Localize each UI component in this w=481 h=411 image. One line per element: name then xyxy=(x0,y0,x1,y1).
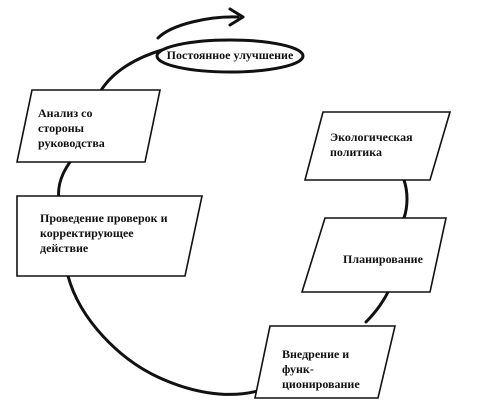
box-environmental-policy xyxy=(303,111,452,181)
cycle-connector-right xyxy=(402,178,409,220)
planning-label: Планирование xyxy=(343,252,423,266)
implementation-operation-label: Внедрение и функ-ционирование xyxy=(282,347,360,391)
cycle-arrow-loop xyxy=(156,15,240,40)
oval-continuous-improvement xyxy=(155,38,305,74)
box-planning xyxy=(300,217,447,293)
cycle-connector-bottom-left xyxy=(66,274,274,396)
box-management-review xyxy=(16,89,161,163)
box-implementation xyxy=(254,325,397,399)
environmental-policy-label: Экологическая политика xyxy=(330,130,413,159)
arrowhead-icon xyxy=(228,7,245,27)
cycle-connector-top-left xyxy=(98,48,164,94)
cycle-connector-bottom-right xyxy=(364,290,390,324)
continuous-improvement-label: Постоянное улучшение xyxy=(166,48,294,62)
checking-corrective-action-label: Проведение проверок и корректирующее дей… xyxy=(40,211,168,255)
management-review-label: Анализ со стороны руководства xyxy=(38,106,105,150)
box-checking-corrective xyxy=(16,195,203,277)
